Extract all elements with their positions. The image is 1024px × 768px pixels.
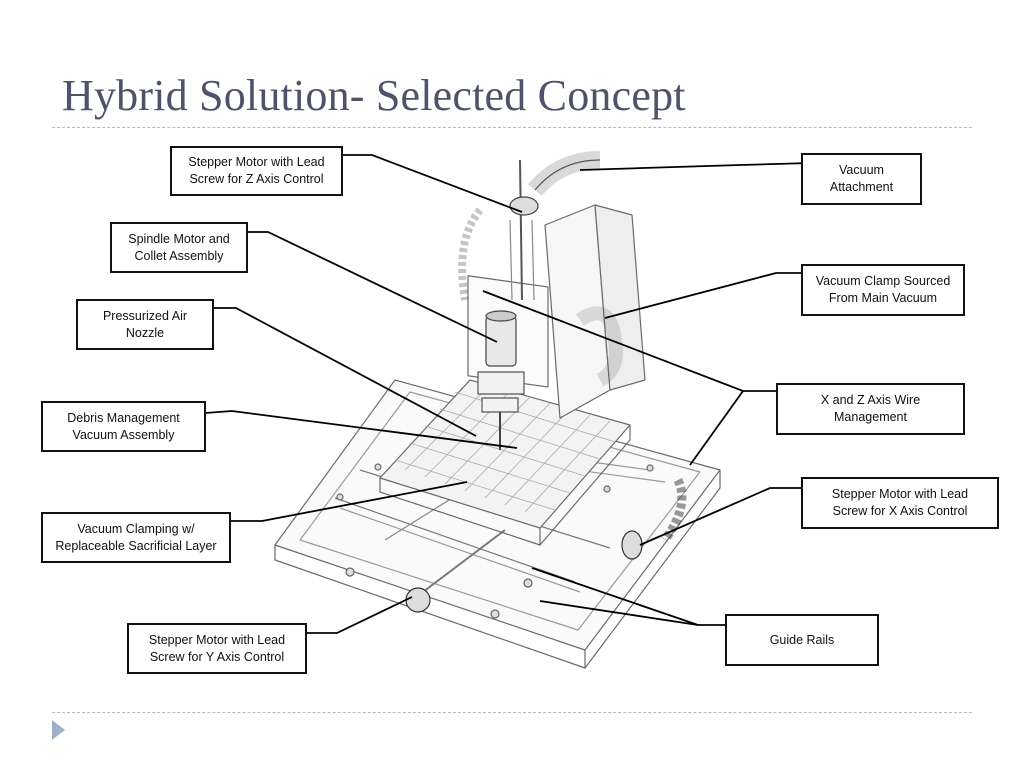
slide-marker-triangle-icon bbox=[52, 720, 65, 740]
callout-vacuum-clamp-sourced: Vacuum Clamp Sourced From Main Vacuum bbox=[801, 264, 965, 316]
callout-guide-rails: Guide Rails bbox=[725, 614, 879, 666]
footer-divider bbox=[52, 712, 972, 713]
callout-air-nozzle: Pressurized Air Nozzle bbox=[76, 299, 214, 350]
callout-vacuum-clamping: Vacuum Clamping w/ Replaceable Sacrifici… bbox=[41, 512, 231, 563]
slide-title: Hybrid Solution- Selected Concept bbox=[62, 71, 686, 120]
callout-xz-wire-management: X and Z Axis Wire Management bbox=[776, 383, 965, 435]
title-divider bbox=[52, 127, 972, 128]
callout-vacuum-attachment: Vacuum Attachment bbox=[801, 153, 922, 205]
callout-stepper-x: Stepper Motor with Lead Screw for X Axis… bbox=[801, 477, 999, 529]
callout-stepper-z: Stepper Motor with Lead Screw for Z Axis… bbox=[170, 146, 343, 196]
callout-debris: Debris Management Vacuum Assembly bbox=[41, 401, 206, 452]
callout-stepper-y: Stepper Motor with Lead Screw for Y Axis… bbox=[127, 623, 307, 674]
callout-spindle: Spindle Motor and Collet Assembly bbox=[110, 222, 248, 273]
